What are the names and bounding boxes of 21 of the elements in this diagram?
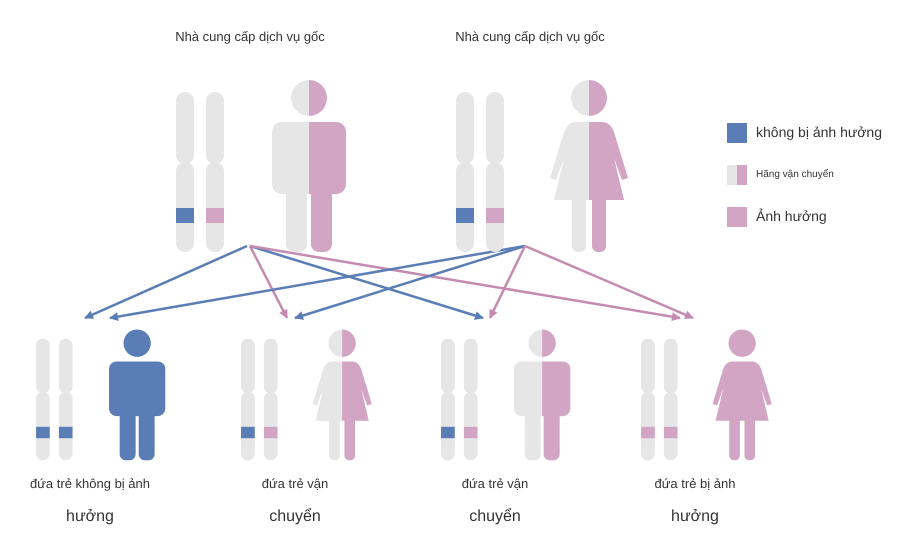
arrow <box>294 244 526 320</box>
child-caption: đứa trẻ vận <box>262 476 328 491</box>
arrow <box>84 244 248 320</box>
parent-label: Nhà cung cấp dịch vụ gốc <box>455 29 605 44</box>
arrow <box>524 244 694 320</box>
child-caption: chuyển <box>269 508 321 526</box>
arrow <box>248 245 288 319</box>
arrow <box>109 244 526 322</box>
arrow <box>488 245 526 319</box>
child-caption: chuyển <box>469 508 521 526</box>
child-caption: hưởng <box>671 508 719 526</box>
legend-label: không bị ảnh hưởng <box>756 124 882 140</box>
child-caption: đứa trẻ không bị ảnh <box>30 476 150 491</box>
legend-label: Ảnh hưởng <box>756 208 827 224</box>
child-caption: hưởng <box>66 508 114 526</box>
parent-label: Nhà cung cấp dịch vụ gốc <box>175 29 325 44</box>
arrow <box>250 244 484 320</box>
child-caption: đứa trẻ vận <box>462 476 528 491</box>
arrow <box>250 244 681 322</box>
child-caption: đứa trẻ bị ảnh <box>654 476 736 491</box>
legend-label: Hãng vận chuyển <box>756 169 834 180</box>
